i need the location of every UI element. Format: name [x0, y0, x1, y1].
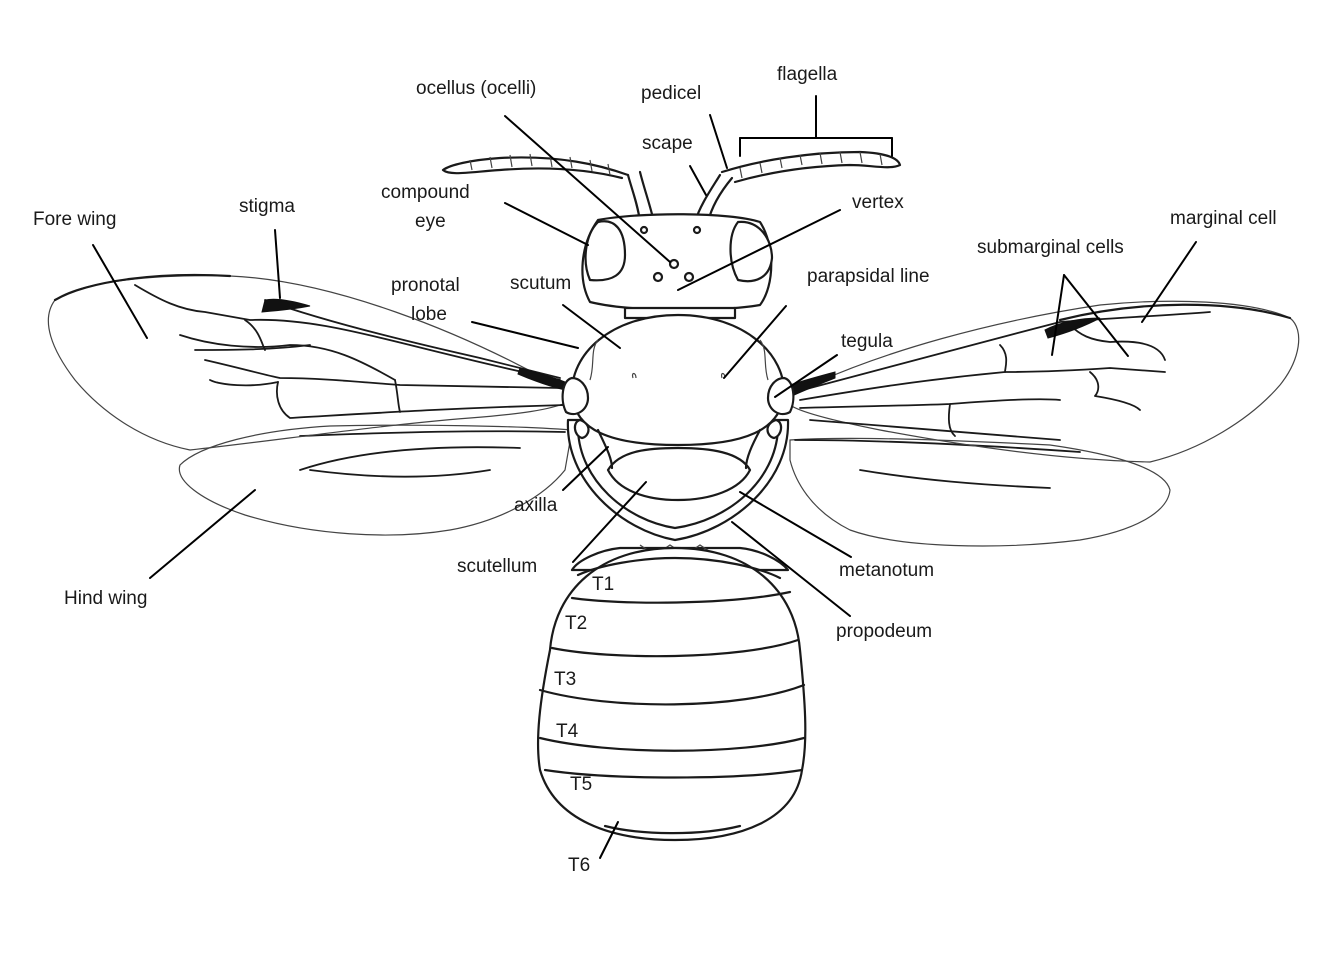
label-flagella: flagella — [777, 64, 838, 85]
label-scape: scape — [642, 133, 693, 154]
label-pedicel: pedicel — [641, 83, 701, 104]
head — [581, 213, 774, 312]
label-vertex: vertex — [852, 192, 904, 213]
tergite-t2-border — [550, 638, 800, 658]
scutellum — [606, 446, 752, 502]
left-hind-wing — [178, 424, 573, 536]
label-hind-wing: Hind wing — [64, 588, 147, 609]
right-hind-wing — [789, 437, 1171, 547]
left-wings — [47, 273, 573, 536]
label-fore-wing: Fore wing — [33, 209, 116, 230]
label-marginal-cell: marginal cell — [1170, 208, 1277, 229]
tergite-t5-border — [543, 768, 804, 779]
left-fore-wing — [47, 275, 569, 451]
label-pronotal-lobe-line2: lobe — [411, 304, 447, 325]
labels: Fore wing stigma compound eye ocellus (o… — [33, 64, 1277, 876]
label-compound-eye-line2: eye — [415, 211, 446, 232]
label-t6: T6 — [568, 855, 590, 876]
ocellus-2 — [652, 271, 664, 283]
label-ocellus: ocellus (ocelli) — [416, 78, 536, 99]
ocellus-1 — [668, 258, 680, 270]
leader-lines — [92, 95, 1197, 859]
right-fore-wing — [789, 300, 1300, 463]
label-axilla: axilla — [514, 495, 558, 516]
antennae — [441, 150, 902, 224]
tergite-t3-border — [538, 683, 806, 706]
label-pronotal-lobe-line1: pronotal — [391, 275, 460, 296]
left-compound-eye — [584, 220, 627, 282]
label-t2: T2 — [565, 613, 587, 634]
label-scutum: scutum — [510, 273, 571, 294]
label-stigma: stigma — [239, 196, 295, 217]
thorax — [561, 306, 795, 542]
right-wings — [789, 300, 1300, 547]
label-t1: T1 — [592, 574, 614, 595]
abdomen — [536, 544, 807, 842]
label-t4: T4 — [556, 721, 579, 742]
scutum — [570, 313, 786, 447]
label-t5: T5 — [570, 774, 592, 795]
label-metanotum: metanotum — [839, 560, 934, 581]
label-scutellum: scutellum — [457, 556, 537, 577]
right-stigma — [1044, 317, 1101, 339]
tergite-t1-border — [570, 590, 792, 604]
tergite-t6 — [603, 824, 742, 835]
right-compound-eye — [729, 220, 774, 283]
ocellus-3 — [683, 271, 695, 283]
label-propodeum: propodeum — [836, 621, 932, 642]
label-submarginal-cells: submarginal cells — [977, 237, 1124, 258]
label-parapsidal-line: parapsidal line — [807, 266, 930, 287]
label-compound-eye-line1: compound — [381, 182, 470, 203]
tergite-t4-border — [538, 736, 806, 752]
left-stigma — [261, 298, 311, 313]
label-tegula: tegula — [841, 331, 893, 352]
label-t3: T3 — [554, 669, 576, 690]
